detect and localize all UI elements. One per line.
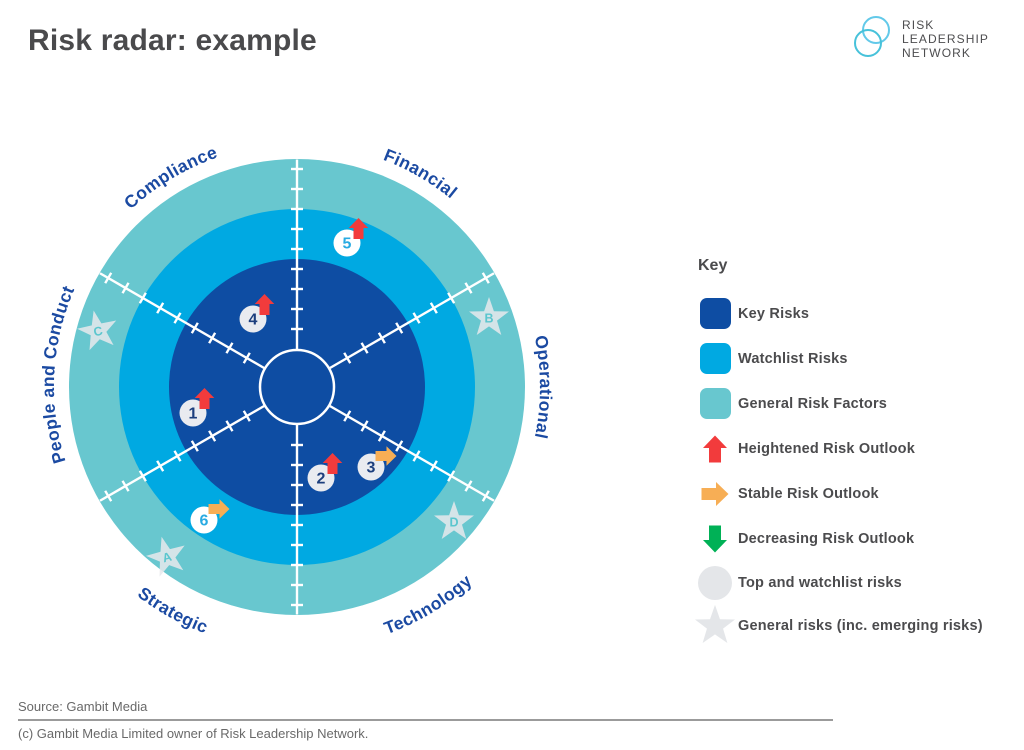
risk-marker-3: 3 — [357, 446, 397, 481]
logo-wordmark: RISK LEADERSHIP NETWORK — [902, 18, 989, 60]
key-risk-ring — [169, 259, 425, 515]
key-item-decreasing-risk: Decreasing Risk Outlook — [692, 516, 1022, 561]
key-item-label: Top and watchlist risks — [738, 574, 902, 591]
heightened-up-arrow-icon — [254, 294, 275, 315]
key-item-key-risks: Key Risks — [692, 291, 1022, 336]
copyright-note: (c) Gambit Media Limited owner of Risk L… — [18, 726, 369, 741]
risk-number: 4 — [249, 312, 258, 329]
risk-number: 6 — [200, 513, 209, 530]
key-heading: Key — [698, 257, 728, 274]
star-letter: A — [161, 550, 173, 566]
key-item-label: General Risk Factors — [738, 395, 888, 412]
logo-line-3: NETWORK — [902, 46, 972, 60]
star-letter: B — [484, 312, 493, 326]
logo-circles-icon — [854, 16, 890, 57]
heightened-up-arrow-icon — [322, 453, 343, 474]
sector-label-operational: Operational — [531, 334, 556, 441]
risk-number: 5 — [343, 236, 352, 253]
emerging-risk-star-D: D — [434, 501, 474, 539]
key-item-stable-risk: Stable Risk Outlook — [692, 471, 1022, 516]
page-title: Risk radar: example — [28, 24, 317, 57]
stable-right-arrow-icon — [701, 481, 729, 506]
key-item-general-risks: General risks (inc. emerging risks) — [692, 604, 1022, 647]
key-item-label: Key Risks — [738, 305, 810, 322]
key-item-general-risk-factors: General Risk Factors — [692, 381, 1022, 426]
risk-marker-5: 5 — [333, 218, 369, 257]
key-legend: Key Key Risks Watchlist Risks General Ri… — [692, 257, 1022, 647]
stable-right-arrow-icon — [208, 499, 230, 519]
star-letter: D — [449, 516, 458, 530]
risk-marker-1: 1 — [179, 388, 215, 427]
emerging-risk-star-A: A — [145, 536, 185, 577]
key-item-top-watchlist-risks: Top and watchlist risks — [692, 561, 1022, 604]
radar-spokes — [99, 159, 495, 615]
risk-leadership-network-logo: RISK LEADERSHIP NETWORK — [850, 14, 989, 74]
risk-number: 2 — [317, 471, 326, 488]
key-item-label: Watchlist Risks — [738, 350, 848, 367]
key-risks-swatch-icon — [699, 298, 731, 329]
watchlist-risks-swatch-icon — [699, 343, 731, 374]
key-item-label: Stable Risk Outlook — [738, 485, 879, 502]
logo-line-1: RISK — [902, 18, 935, 32]
heightened-up-arrow-icon — [703, 435, 727, 462]
general-risks-star-icon — [694, 604, 736, 643]
key-item-label: Decreasing Risk Outlook — [738, 530, 915, 547]
source-note: Source: Gambit Media — [18, 699, 148, 714]
star-letter: C — [92, 324, 104, 340]
heightened-up-arrow-icon — [194, 388, 215, 409]
logo-line-2: LEADERSHIP — [902, 32, 990, 46]
key-item-label: General risks (inc. emerging risks) — [738, 617, 983, 634]
emerging-risk-star-C: C — [77, 310, 117, 351]
key-item-label: Heightened Risk Outlook — [738, 440, 916, 457]
key-item-watchlist-risks: Watchlist Risks — [692, 336, 1022, 381]
radar-centre-circle — [258, 348, 336, 426]
stable-right-arrow-icon — [375, 446, 397, 466]
risk-number: 1 — [189, 406, 198, 423]
risk-marker-6: 6 — [190, 499, 230, 534]
decreasing-down-arrow-icon — [703, 525, 727, 552]
risk-marker-4: 4 — [239, 294, 275, 333]
emerging-risk-star-B: B — [469, 297, 509, 335]
footer-divider — [18, 719, 833, 721]
general-risk-factors-swatch-icon — [699, 388, 731, 419]
risk-number: 3 — [367, 460, 376, 477]
key-item-heightened-risk: Heightened Risk Outlook — [692, 426, 1022, 471]
heightened-up-arrow-icon — [348, 218, 369, 239]
risk-marker-2: 2 — [307, 453, 343, 492]
top-watchlist-circle-icon — [698, 565, 732, 600]
